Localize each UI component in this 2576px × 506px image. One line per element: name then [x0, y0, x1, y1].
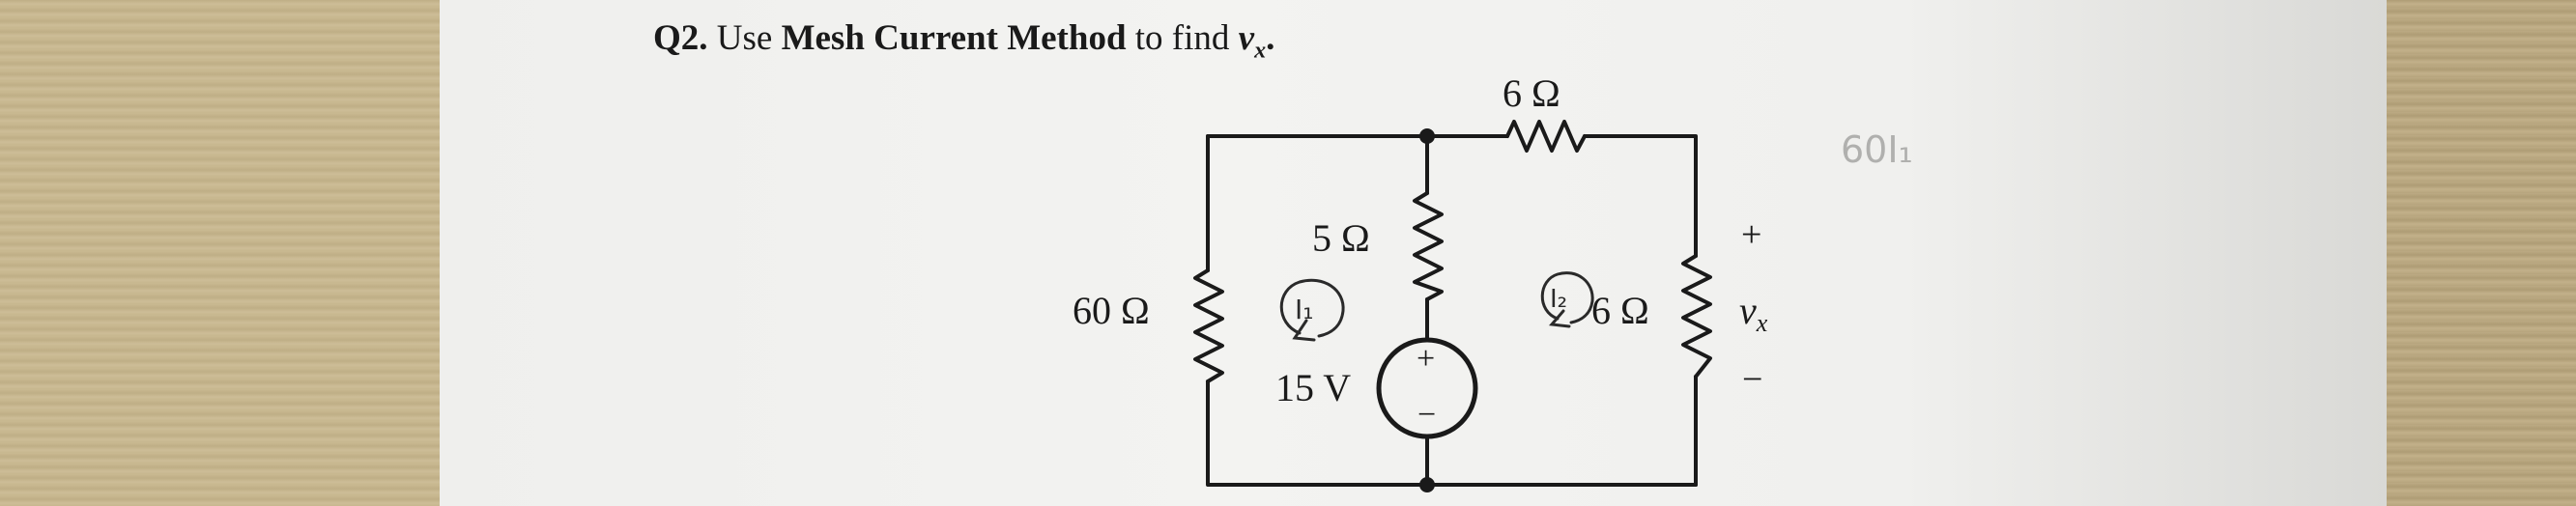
wire-top-right: [1583, 134, 1698, 258]
label-r-top: 6 Ω: [1503, 71, 1560, 115]
mesh1-label: I₁: [1295, 294, 1313, 325]
source-minus: −: [1417, 397, 1436, 433]
vx-minus: −: [1742, 359, 1762, 400]
label-source: 15 V: [1275, 366, 1351, 409]
question-method: Mesh Current Method: [781, 18, 1127, 58]
vx-label: vx: [1739, 289, 1768, 337]
resistor-middle: [1413, 191, 1444, 301]
question-text: Q2. Use Mesh Current Method to find vx.: [653, 17, 1274, 64]
label-r-left: 60 Ω: [1073, 289, 1150, 332]
junction-top: [1419, 128, 1435, 144]
mesh1-loop: [1279, 278, 1345, 342]
resistor-right: [1681, 254, 1712, 379]
mesh2-loop: [1540, 271, 1594, 328]
question-text-before: Use: [716, 18, 782, 58]
mesh2-label: I₂: [1550, 285, 1567, 314]
margin-note: 60I₁: [1841, 128, 1913, 171]
label-r-middle: 5 Ω: [1312, 216, 1370, 260]
vx-plus: +: [1741, 214, 1761, 255]
question-end: .: [1266, 18, 1275, 58]
desk-left: [0, 0, 440, 506]
junction-bottom: [1419, 477, 1435, 492]
desk-right: [2387, 0, 2576, 506]
label-r-right: 6 Ω: [1591, 289, 1649, 332]
question-variable: vx: [1238, 18, 1267, 64]
source-plus: +: [1417, 341, 1435, 377]
resistor-top: [1505, 120, 1587, 153]
resistor-left: [1193, 268, 1224, 383]
question-number: Q2.: [653, 18, 708, 58]
voltage-source: [1376, 337, 1478, 439]
worksheet-paper: [440, 0, 2387, 506]
wire-left: [1206, 134, 1698, 487]
question-text-after: to find: [1126, 18, 1239, 58]
